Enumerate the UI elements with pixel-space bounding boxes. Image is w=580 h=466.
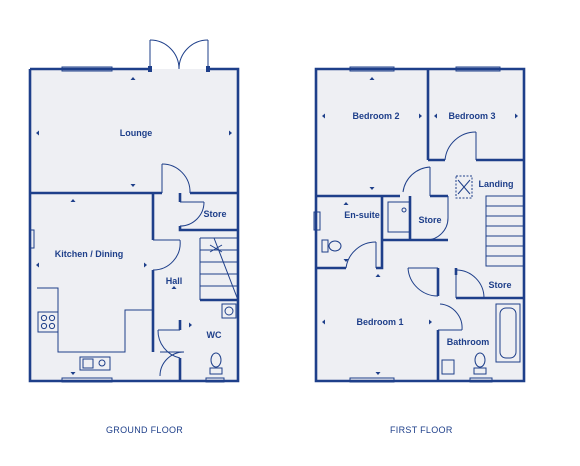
bathroom-basin-icon xyxy=(441,359,455,375)
store-door xyxy=(179,201,205,227)
bathroom-toilet-icon xyxy=(473,352,487,375)
room-label-en-suite: En-suite xyxy=(344,210,380,220)
room-label-hall: Hall xyxy=(166,276,183,286)
bedroom2-door xyxy=(402,166,431,196)
bedroom3-door xyxy=(444,131,477,161)
wc-wall xyxy=(178,298,238,381)
room-label-store-ground: Store xyxy=(203,209,226,219)
first-dimension-marks xyxy=(322,77,518,375)
store1-door xyxy=(425,196,449,241)
kitchen-door xyxy=(152,239,181,271)
bathroom-window xyxy=(469,377,493,383)
first-stairs xyxy=(485,195,525,267)
first-floor-plan: Bedroom 2 Bedroom 3 Landing En-suite Sto… xyxy=(313,66,526,383)
wc-window xyxy=(205,377,225,383)
french-doors xyxy=(148,39,210,72)
room-label-bedroom-2: Bedroom 2 xyxy=(352,111,399,121)
lounge-door xyxy=(161,163,191,194)
room-label-landing: Landing xyxy=(479,179,514,189)
bedroom3-wall xyxy=(426,69,524,162)
hob-icon xyxy=(37,311,59,333)
kitchen-window xyxy=(29,229,35,249)
first-floor-area xyxy=(316,69,524,381)
ground-stairs xyxy=(199,237,239,301)
bath-icon xyxy=(495,303,521,363)
ground-outer-wall xyxy=(28,67,240,383)
ground-dimension-marks xyxy=(36,77,232,375)
room-label-kitchen-dining: Kitchen / Dining xyxy=(55,249,124,259)
bedroom1-door xyxy=(407,267,439,297)
kitchen-worktop xyxy=(37,287,153,353)
sink-icon xyxy=(79,356,111,371)
room-label-bathroom: Bathroom xyxy=(447,337,490,347)
store-wall xyxy=(178,193,238,232)
ensuite-toilet-icon xyxy=(321,239,342,253)
bedroom3-window xyxy=(455,66,501,72)
ground-floor-area xyxy=(30,69,238,381)
ensuite-door xyxy=(345,241,377,269)
room-label-bedroom-3: Bedroom 3 xyxy=(448,111,495,121)
wc-door xyxy=(157,329,181,359)
wc-door-lower xyxy=(159,351,185,377)
room-label-store-first: Store xyxy=(418,215,441,225)
bedroom1-window xyxy=(349,377,395,383)
toilet-icon xyxy=(209,352,223,375)
bedroom2-window xyxy=(349,66,395,72)
room-label-store-second: Store xyxy=(488,280,511,290)
ensuite-wall xyxy=(316,196,448,270)
lounge-front-window xyxy=(61,66,113,72)
ensuite-window xyxy=(313,211,321,231)
bathroom-door xyxy=(438,303,463,331)
wc-basin-icon xyxy=(221,303,237,319)
caption-first-floor: FIRST FLOOR xyxy=(390,425,453,435)
first-outer-wall xyxy=(314,67,526,383)
ground-floor-plan: Lounge Kitchen / Dining Hall Store WC xyxy=(28,39,240,383)
room-label-wc: WC xyxy=(207,330,222,340)
room-label-bedroom-1: Bedroom 1 xyxy=(356,317,403,327)
caption-ground-floor: GROUND FLOOR xyxy=(106,425,184,435)
room-label-lounge: Lounge xyxy=(120,128,153,138)
kitchen-rear-window xyxy=(61,377,113,383)
store2-door xyxy=(455,269,485,299)
loft-hatch-icon xyxy=(455,175,473,199)
